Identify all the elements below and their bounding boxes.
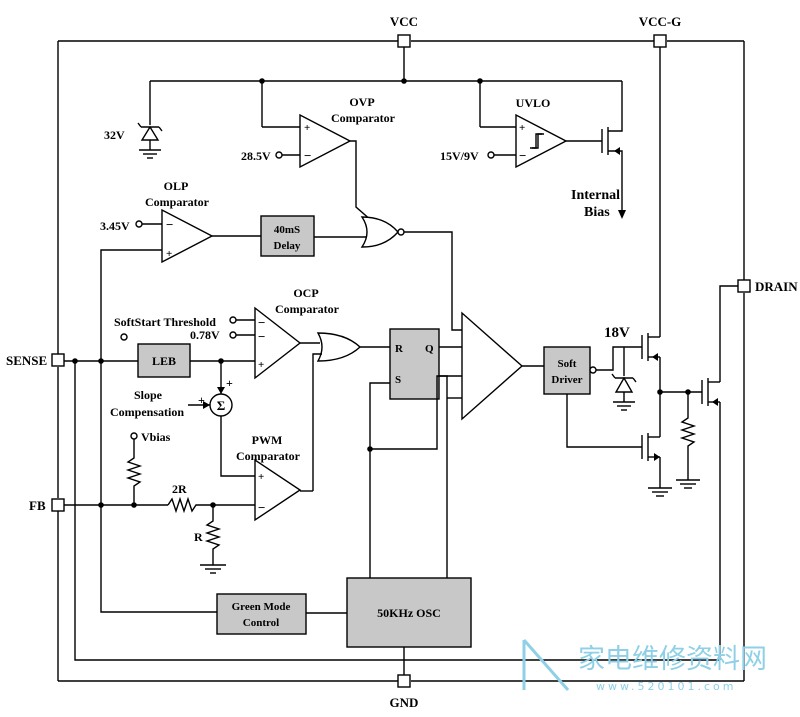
- pin-vcc-g-label: VCC-G: [639, 14, 682, 29]
- slope-label-2: Compensation: [110, 405, 184, 419]
- r2-label: 2R: [172, 482, 187, 496]
- svg-text:−: −: [258, 329, 265, 344]
- svg-text:40mS: 40mS: [274, 224, 300, 236]
- chip-outline: [57, 40, 745, 682]
- ovp-ref-label: 28.5V: [241, 149, 271, 163]
- pin-vcc: VCC: [390, 14, 418, 48]
- sense-return-path: [72, 358, 720, 661]
- fb-network: Vbias 2R R: [64, 361, 255, 613]
- vcc-rail: [150, 47, 622, 84]
- watermark-text: 家电维修资料网: [578, 644, 767, 675]
- ovp-title: OVP: [349, 95, 374, 109]
- svg-text:Delay: Delay: [274, 240, 301, 252]
- svg-text:+: +: [226, 376, 233, 390]
- svg-text:+: +: [198, 393, 205, 407]
- rs-latch: R S Q: [369, 328, 462, 449]
- zener-18v-label: 18V: [604, 325, 630, 341]
- pin-drain: DRAIN: [737, 279, 798, 294]
- zener-32v-label: 32V: [104, 128, 125, 142]
- svg-text:+: +: [258, 359, 264, 371]
- internal-bias-switch: Internal Bias: [571, 81, 626, 220]
- or-gate: [312, 332, 390, 491]
- ovp-comparator: + − 28.5V OVP Comparator: [241, 81, 396, 222]
- svg-text:Green Mode: Green Mode: [232, 601, 291, 613]
- soft-driver-block: Soft Driver: [543, 346, 642, 448]
- pin-fb: FB: [29, 498, 65, 513]
- internal-bias-label-1: Internal: [571, 188, 620, 203]
- softstart-label: SoftStart Threshold: [114, 315, 216, 329]
- svg-text:+: +: [166, 248, 172, 260]
- ocp-ref-label: 0.78V: [190, 328, 220, 342]
- delay-40ms-block: 40mS Delay: [260, 215, 366, 257]
- oscillator-50khz: 50KHz OSC: [346, 375, 472, 648]
- ovp-subtitle: Comparator: [331, 111, 396, 125]
- ocp-subtitle: Comparator: [275, 302, 340, 316]
- svg-text:+: +: [304, 122, 310, 134]
- svg-text:LEB: LEB: [152, 354, 176, 368]
- vbias-label: Vbias: [141, 430, 171, 444]
- green-mode-control: Green Mode Control: [216, 593, 347, 635]
- uvlo-ref-label: 15V/9V: [440, 149, 479, 163]
- svg-text:R: R: [395, 343, 404, 355]
- zener-18v: 18V: [604, 325, 637, 411]
- svg-text:50KHz OSC: 50KHz OSC: [377, 606, 441, 620]
- r-label: R: [194, 530, 203, 544]
- pin-sense-label: SENSE: [6, 353, 47, 368]
- svg-text:+: +: [258, 471, 264, 483]
- ocp-title: OCP: [293, 286, 318, 300]
- pin-sense: SENSE: [6, 353, 65, 368]
- slope-compensation-summer: Σ + + Slope Compensation: [110, 376, 255, 477]
- svg-text:−: −: [166, 217, 173, 232]
- olp-subtitle: Comparator: [145, 195, 210, 209]
- pwm-comparator: + − PWM Comparator: [236, 433, 313, 522]
- svg-text:−: −: [304, 148, 311, 163]
- svg-text:Driver: Driver: [551, 374, 582, 386]
- svg-text:Σ: Σ: [217, 398, 226, 413]
- slope-label-1: Slope: [134, 388, 163, 402]
- internal-bias-label-2: Bias: [584, 205, 610, 220]
- svg-text:Soft: Soft: [558, 358, 577, 370]
- pin-gnd-label: GND: [390, 695, 419, 710]
- olp-ref-label: 3.45V: [100, 219, 130, 233]
- pwm-subtitle: Comparator: [236, 449, 301, 463]
- olp-title: OLP: [164, 179, 189, 193]
- watermark: 家电维修资料网 www.520101.com: [522, 639, 767, 693]
- pin-fb-label: FB: [29, 498, 46, 513]
- pin-vcc-g: VCC-G: [639, 14, 682, 48]
- watermark-url: www.520101.com: [596, 680, 736, 693]
- gate-driver-totem-pole: [641, 47, 672, 497]
- leb-block: LEB: [64, 343, 255, 394]
- svg-text:−: −: [258, 500, 265, 515]
- svg-text:S: S: [395, 374, 401, 386]
- olp-comparator: − + 3.45V OLP Comparator: [100, 179, 261, 361]
- svg-text:Q: Q: [425, 343, 434, 355]
- pin-gnd: GND: [390, 674, 419, 710]
- pwm-title: PWM: [252, 433, 283, 447]
- pin-drain-label: DRAIN: [755, 279, 798, 294]
- uvlo-title: UVLO: [516, 96, 551, 110]
- svg-text:Control: Control: [243, 617, 279, 629]
- pin-vcc-label: VCC: [390, 14, 418, 29]
- svg-text:+: +: [519, 122, 525, 134]
- nor-gate: [360, 216, 462, 331]
- zener-32v: 32V: [104, 81, 163, 159]
- output-driver-amplifier: [447, 311, 544, 421]
- svg-text:−: −: [519, 148, 526, 163]
- power-mosfet: [660, 285, 738, 660]
- uvlo-comparator: + − 15V/9V UVLO: [440, 81, 602, 169]
- ocp-comparator: − − + SoftStart Threshold 0.78V OCP Comp…: [114, 286, 340, 380]
- svg-text:−: −: [258, 315, 265, 330]
